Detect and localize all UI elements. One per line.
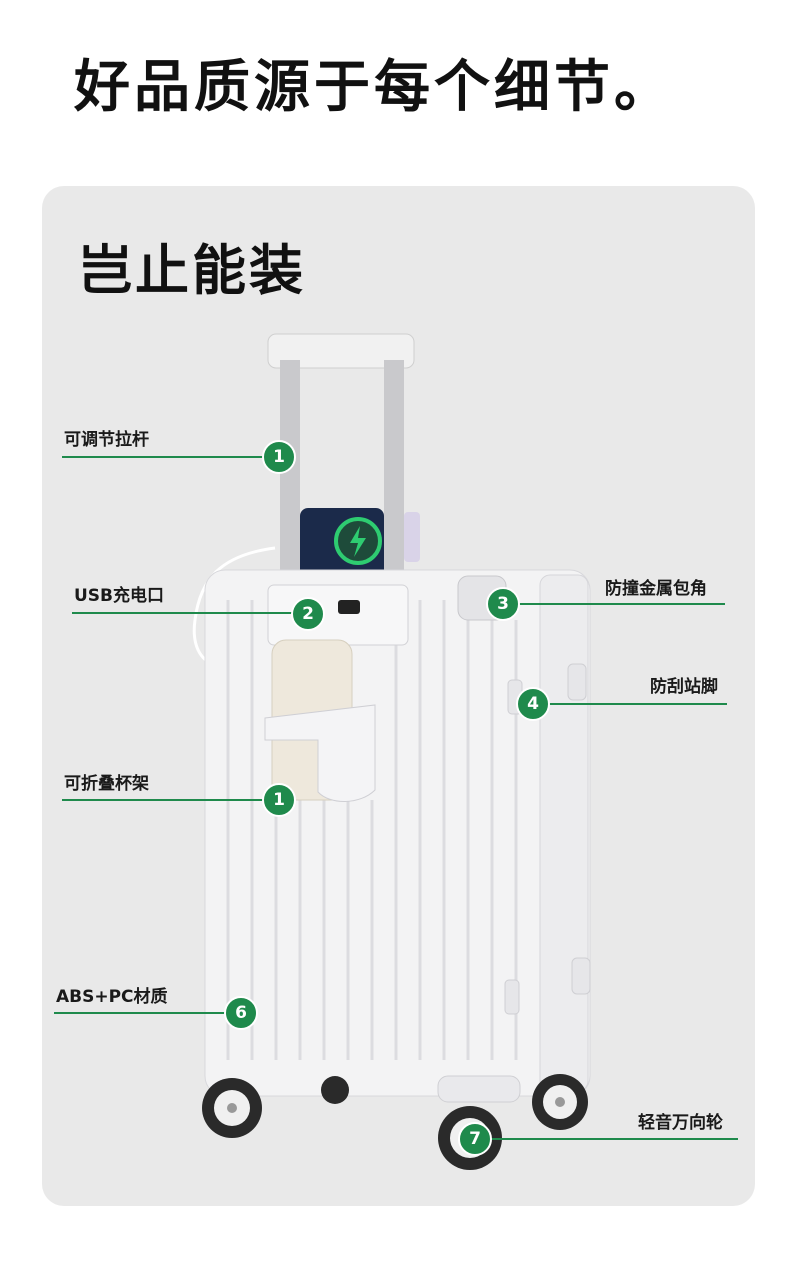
panel-title: 岂止能装 [78,239,306,302]
callout-badge-wheels: 7 [458,1122,492,1156]
callout-line-feet [535,703,727,705]
wheels [202,1074,588,1170]
page-title: 好品质源于每个细节。 [74,55,674,120]
usb-panel [267,584,409,646]
handle-rod-right [384,360,404,610]
callout-line-cup-holder [62,799,282,801]
handle-grip [267,333,415,369]
callout-label-material: ABS+PC材质 [56,987,168,1007]
callout-badge-adjustable-handle: 1 [262,440,296,474]
callout-line-adjustable-handle [62,456,282,458]
callout-line-metal-corner [505,603,725,605]
callout-label-usb-port: USB充电口 [74,586,165,606]
callout-line-wheels [476,1138,738,1140]
callout-label-cup-holder: 可折叠杯架 [64,774,149,794]
callout-line-usb-port [72,612,312,614]
callout-label-feet: 防刮站脚 [650,677,718,697]
callout-badge-metal-corner: 3 [486,587,520,621]
handle-rod-left [280,360,300,610]
callout-badge-usb-port: 2 [291,597,325,631]
callout-badge-material: 6 [224,996,258,1030]
callout-line-material [54,1012,239,1014]
callout-badge-feet: 4 [516,687,550,721]
callout-label-wheels: 轻音万向轮 [638,1113,723,1133]
callout-label-adjustable-handle: 可调节拉杆 [64,430,149,450]
callout-badge-cup-holder: 1 [262,783,296,817]
callout-label-metal-corner: 防撞金属包角 [605,579,707,599]
cup-holder [264,704,376,802]
